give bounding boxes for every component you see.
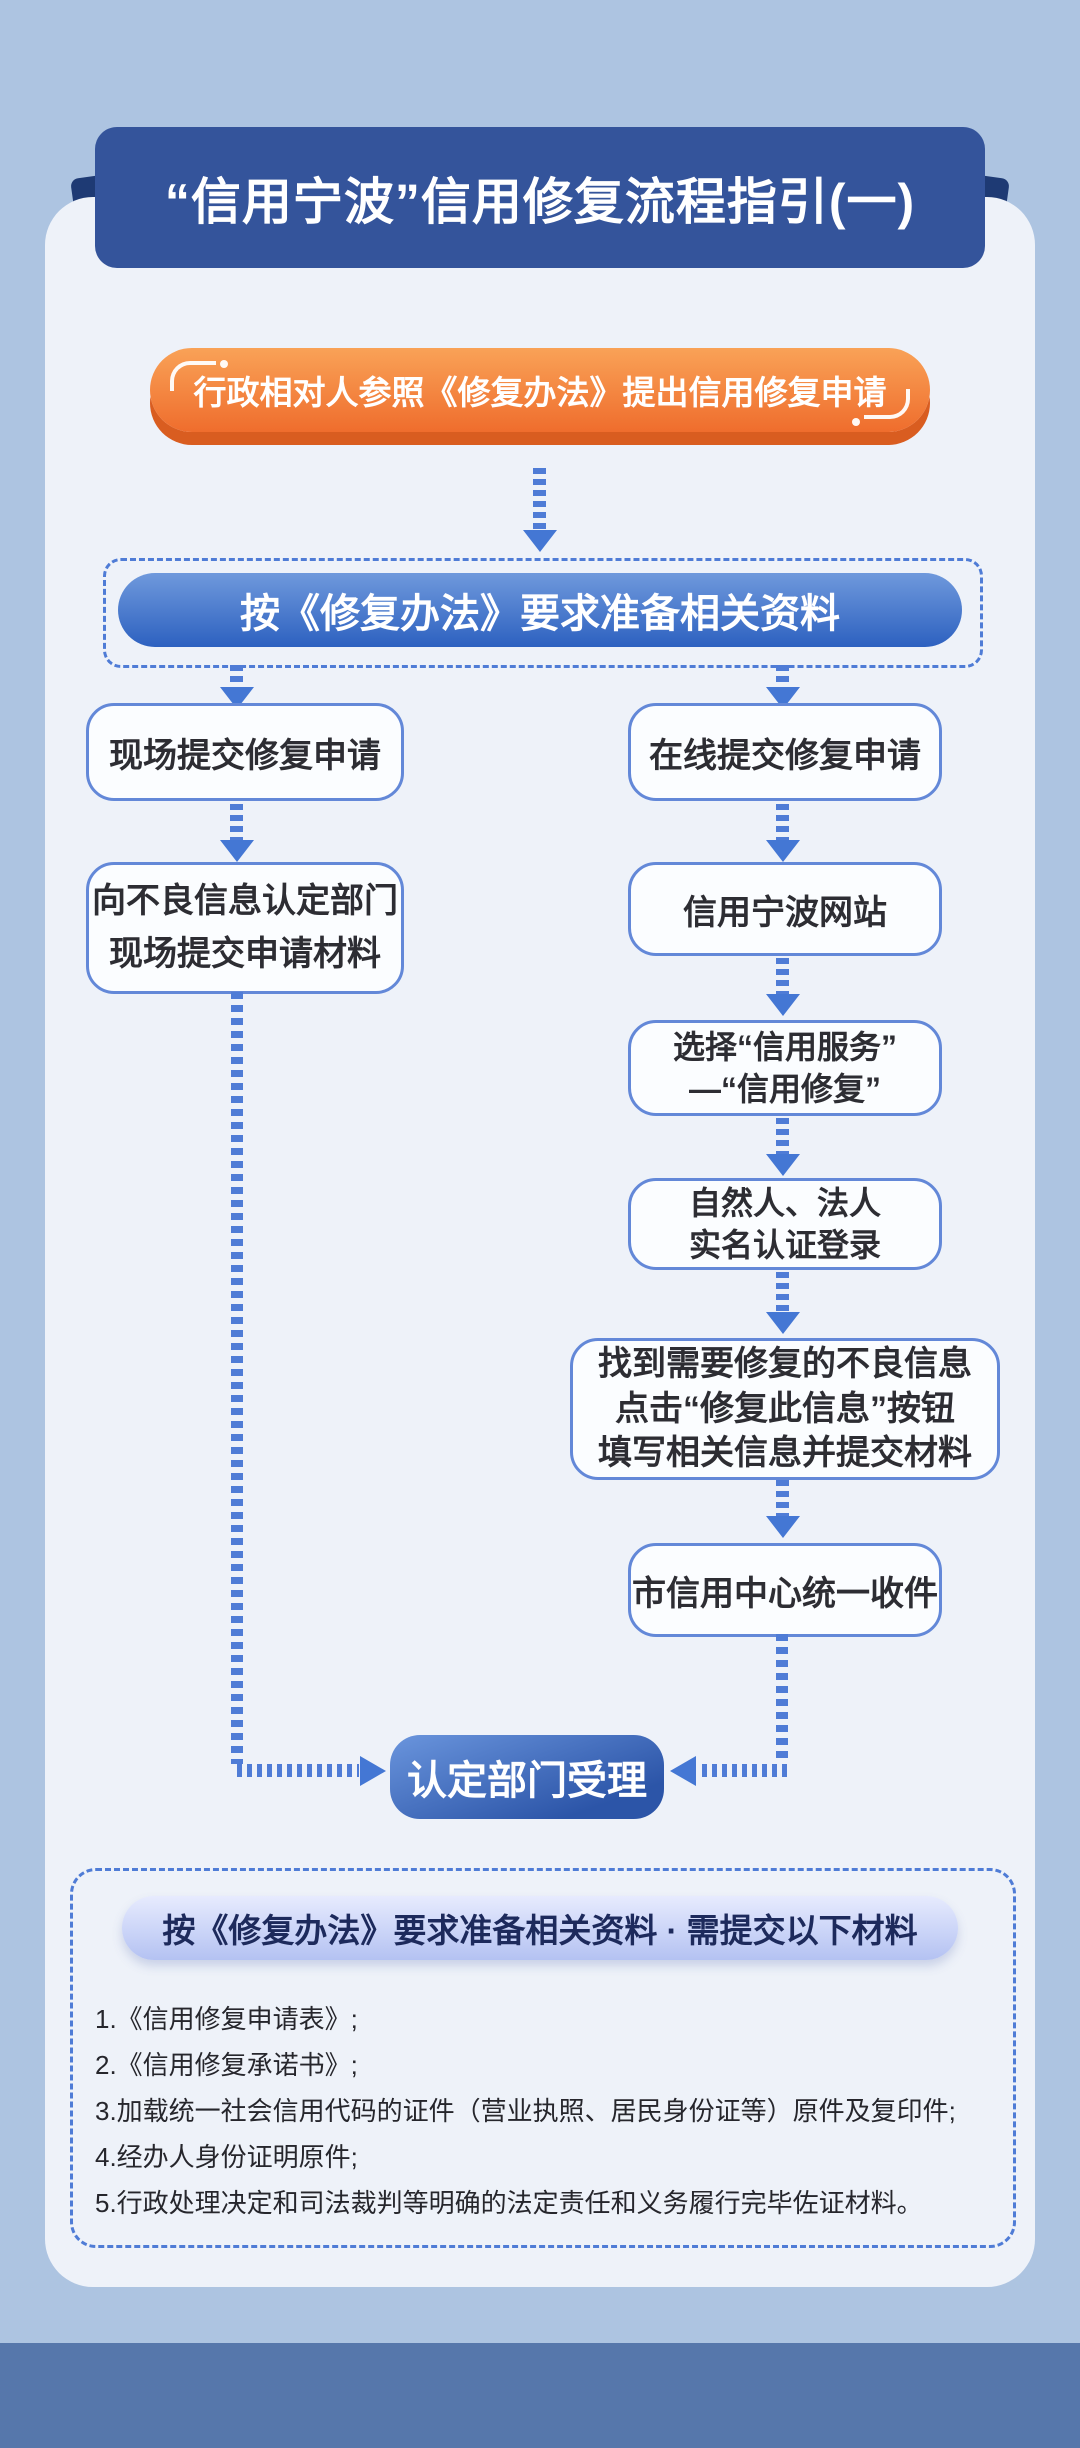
node-label: 信用宁波网站	[683, 893, 887, 932]
arrow-down-icon	[220, 840, 254, 862]
node-website: 信用宁波网站	[628, 862, 942, 956]
arrow-down-icon	[766, 1154, 800, 1176]
arrow-down-icon	[766, 1312, 800, 1334]
materials-dashed-frame	[70, 1868, 1016, 2248]
start-node: 行政相对人参照《修复办法》提出信用修复申请	[150, 348, 930, 432]
node-label: 认定部门受理	[407, 1759, 647, 1803]
list-item: 1.《信用修复申请表》;	[95, 2004, 358, 2034]
arrow-down-icon	[776, 665, 789, 687]
arrow-right-icon	[360, 1756, 386, 1786]
arrow-left-icon	[670, 1756, 696, 1786]
node-select-service: 选择“信用服务” —“信用修复”	[628, 1020, 942, 1116]
prepare-node-label: 按《修复办法》要求准备相关资料	[240, 592, 840, 636]
list-item: 2.《信用修复承诺书》;	[95, 2050, 358, 2080]
list-item: 3.加载统一社会信用代码的证件（营业执照、居民身份证等）原件及复印件;	[95, 2096, 956, 2126]
list-item: 5.行政处理决定和司法裁判等明确的法定责任和义务履行完毕佐证材料。	[95, 2188, 923, 2218]
node-label: 现场提交修复申请	[109, 736, 381, 775]
arrow-down-icon	[776, 1118, 789, 1154]
node-accept: 认定部门受理	[390, 1735, 664, 1819]
bottom-band	[0, 2343, 1080, 2448]
node-label-line2: 现场提交申请材料	[109, 935, 381, 973]
prepare-dashed-frame	[103, 558, 983, 668]
node-find-and-fix: 找到需要修复的不良信息 点击“修复此信息”按钮 填写相关信息并提交材料	[570, 1338, 1000, 1480]
node-label: 在线提交修复申请	[649, 736, 921, 775]
materials-list: 1.《信用修复申请表》; 2.《信用修复承诺书》; 3.加载统一社会信用代码的证…	[95, 1996, 995, 2226]
connector-line	[237, 1764, 359, 1777]
connector-line	[231, 992, 243, 1764]
materials-header-label: 按《修复办法》要求准备相关资料 · 需提交以下材料	[162, 1912, 918, 1949]
node-label-line2: —“信用修复”	[688, 1071, 881, 1107]
arrow-down-icon	[523, 530, 557, 552]
quote-dot-icon	[220, 360, 228, 368]
connector-line	[776, 1634, 788, 1764]
node-realname-login: 自然人、法人 实名认证登录	[628, 1178, 942, 1270]
node-label-line3: 填写相关信息并提交材料	[598, 1434, 972, 1473]
arrow-down-icon	[776, 804, 789, 840]
arrow-down-icon	[230, 804, 243, 840]
start-node-label: 行政相对人参照《修复办法》提出信用修复申请	[193, 374, 887, 411]
arrow-down-icon	[766, 994, 800, 1016]
node-label-line1: 找到需要修复的不良信息	[598, 1344, 972, 1383]
node-dept-onsite-materials: 向不良信息认定部门 现场提交申请材料	[86, 862, 404, 994]
node-label: 市信用中心统一收件	[632, 1574, 938, 1613]
arrow-down-icon	[533, 468, 546, 530]
title-banner: “信用宁波”信用修复流程指引(一)	[95, 127, 985, 268]
arrow-down-icon	[776, 958, 789, 994]
connector-line	[702, 1764, 788, 1777]
arrow-down-icon	[766, 1516, 800, 1538]
node-credit-center: 市信用中心统一收件	[628, 1543, 942, 1637]
node-label-line1: 向不良信息认定部门	[92, 882, 398, 921]
node-submit-onsite: 现场提交修复申请	[86, 703, 404, 801]
prepare-node: 按《修复办法》要求准备相关资料	[118, 573, 962, 647]
node-label-line1: 自然人、法人	[688, 1184, 881, 1221]
arrow-down-icon	[776, 1272, 789, 1312]
arrow-down-icon	[230, 665, 243, 687]
quote-dot-icon	[852, 418, 860, 426]
node-label-line2: 点击“修复此信息”按钮	[615, 1389, 955, 1428]
arrow-down-icon	[766, 840, 800, 862]
page-title: “信用宁波”信用修复流程指引(一)	[164, 173, 916, 230]
node-label-line2: 实名认证登录	[688, 1227, 881, 1263]
arrow-down-icon	[776, 1480, 789, 1516]
list-item: 4.经办人身份证明原件;	[95, 2142, 358, 2172]
materials-header: 按《修复办法》要求准备相关资料 · 需提交以下材料	[122, 1896, 958, 1960]
node-label-line1: 选择“信用服务”	[672, 1028, 897, 1065]
node-submit-online: 在线提交修复申请	[628, 703, 942, 801]
